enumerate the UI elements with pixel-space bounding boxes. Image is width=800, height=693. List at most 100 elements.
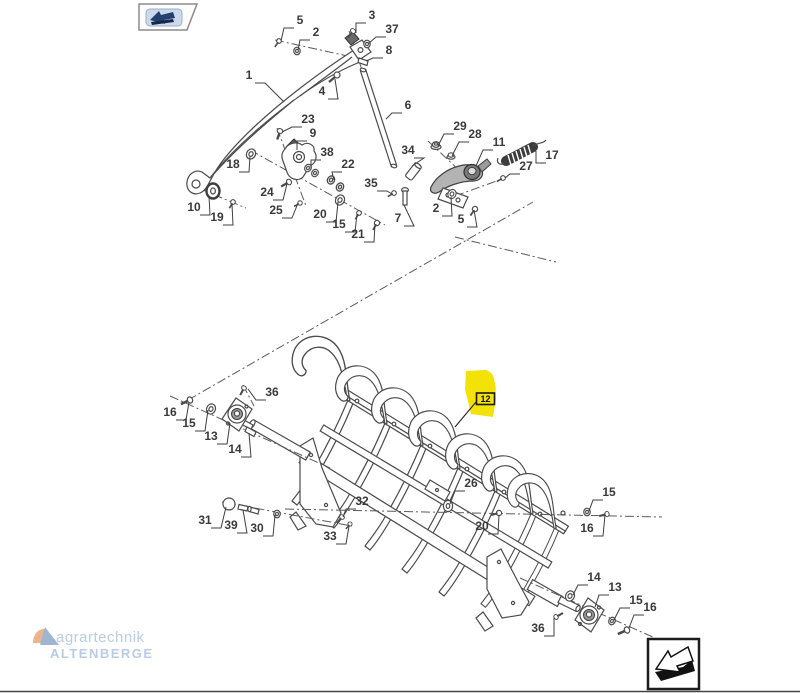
callout-label-17: 17 [545,148,559,162]
callout-label-7: 7 [395,211,402,225]
right-axle-stub [526,578,564,608]
callout-leader [176,401,190,421]
callout-leader [364,223,376,243]
callout-label-5: 5 [297,13,304,27]
callout-leader [449,490,465,505]
callout-label-18: 18 [226,157,240,171]
callout-leader [535,151,546,164]
page-back-icon [654,645,695,681]
callout-leader [280,27,294,42]
callout-label-26: 26 [464,476,478,490]
callout-leader [241,432,252,458]
nut-29 [430,141,442,151]
swing-arm [186,39,372,195]
pivot-bracket [281,138,317,181]
callout-label-2: 2 [313,25,320,39]
callout-label-31: 31 [198,513,212,527]
right-bearing [551,588,632,639]
callout-label-8: 8 [386,43,393,57]
callout-leader [345,213,358,233]
callout-label-3: 3 [369,8,376,22]
callout-leader [385,112,402,120]
callout-label-24: 24 [260,185,274,199]
callout-leader [475,149,493,167]
page-back-button[interactable] [646,637,701,691]
page-forward-button[interactable] [138,3,199,31]
bell-crank [429,158,508,218]
callout-leader [467,209,478,228]
callout-label-16: 16 [163,405,177,419]
callout-leader [326,201,339,223]
callout-leader [488,514,500,535]
callout-leader [442,196,453,217]
callout-leader [572,584,588,596]
callout-label-10: 10 [187,200,201,214]
highlight-ref-label: 12 [480,394,490,404]
callout-leader [273,183,288,201]
callout-leader [504,173,520,179]
nut-28 [446,152,456,160]
callout-leader [195,409,209,432]
callout-label-35: 35 [364,176,378,190]
callout-label-20: 20 [475,519,489,533]
callout-label-13: 13 [608,580,622,594]
callout-leader [588,499,603,512]
highlight-ref-box [475,392,496,406]
callout-label-13: 13 [204,429,218,443]
callout-leader [355,22,366,33]
callout-leader [223,203,234,226]
callout-leader [544,618,555,637]
callout-leader [217,422,231,445]
callout-leader [411,157,426,167]
callout-label-5: 5 [458,212,465,226]
callout-label-16: 16 [580,521,594,535]
spring [496,139,547,166]
callout-label-15: 15 [332,217,346,231]
callout-label-15: 15 [182,416,196,430]
page-forward-icon [150,11,175,25]
tine-bar-assembly [169,335,663,639]
highlight-region[interactable]: 12 [454,370,496,428]
left-side-plate [299,437,342,528]
watermark-logo-blue [40,627,59,645]
right-side-plate [486,548,530,619]
callout-label-39: 39 [224,518,238,532]
callout-label-22: 22 [341,157,355,171]
callout-label-38: 38 [320,145,334,159]
callout-leader [594,594,609,608]
arm-linkage-assembly [186,26,547,233]
callout-label-20: 20 [313,207,327,221]
callout-label-33: 33 [323,529,337,543]
callout-label-21: 21 [351,227,365,241]
callout-leader [365,57,383,62]
callout-label-28: 28 [468,127,482,141]
callout-label-9: 9 [310,126,317,140]
callout-label-6: 6 [405,98,412,112]
construction-lines [187,201,557,401]
callout-label-11: 11 [493,135,506,149]
callout-leader [200,195,211,216]
watermark-line1: agrartechnik [56,629,145,646]
link-rod [359,67,398,169]
callout-leader [281,126,302,133]
watermark-line2: ALTENBERGE [50,646,154,661]
knob-pin-chain [222,497,354,531]
middle-tube [319,424,553,569]
callout-leader [451,141,469,157]
callout-label-27: 27 [519,159,533,173]
callout-label-15: 15 [629,593,643,607]
callout-leader [296,140,307,150]
callout-label-23: 23 [301,112,315,126]
callout-leader [336,525,350,545]
callout-leader [297,39,310,51]
callout-leader [310,159,321,169]
callout-leader [342,508,356,518]
callout-leader [613,607,630,621]
callout-label-29: 29 [453,119,467,133]
callout-leader [255,82,285,103]
callout-leader [377,190,393,195]
callout-label-36: 36 [265,385,279,399]
callout-leader [237,509,248,534]
